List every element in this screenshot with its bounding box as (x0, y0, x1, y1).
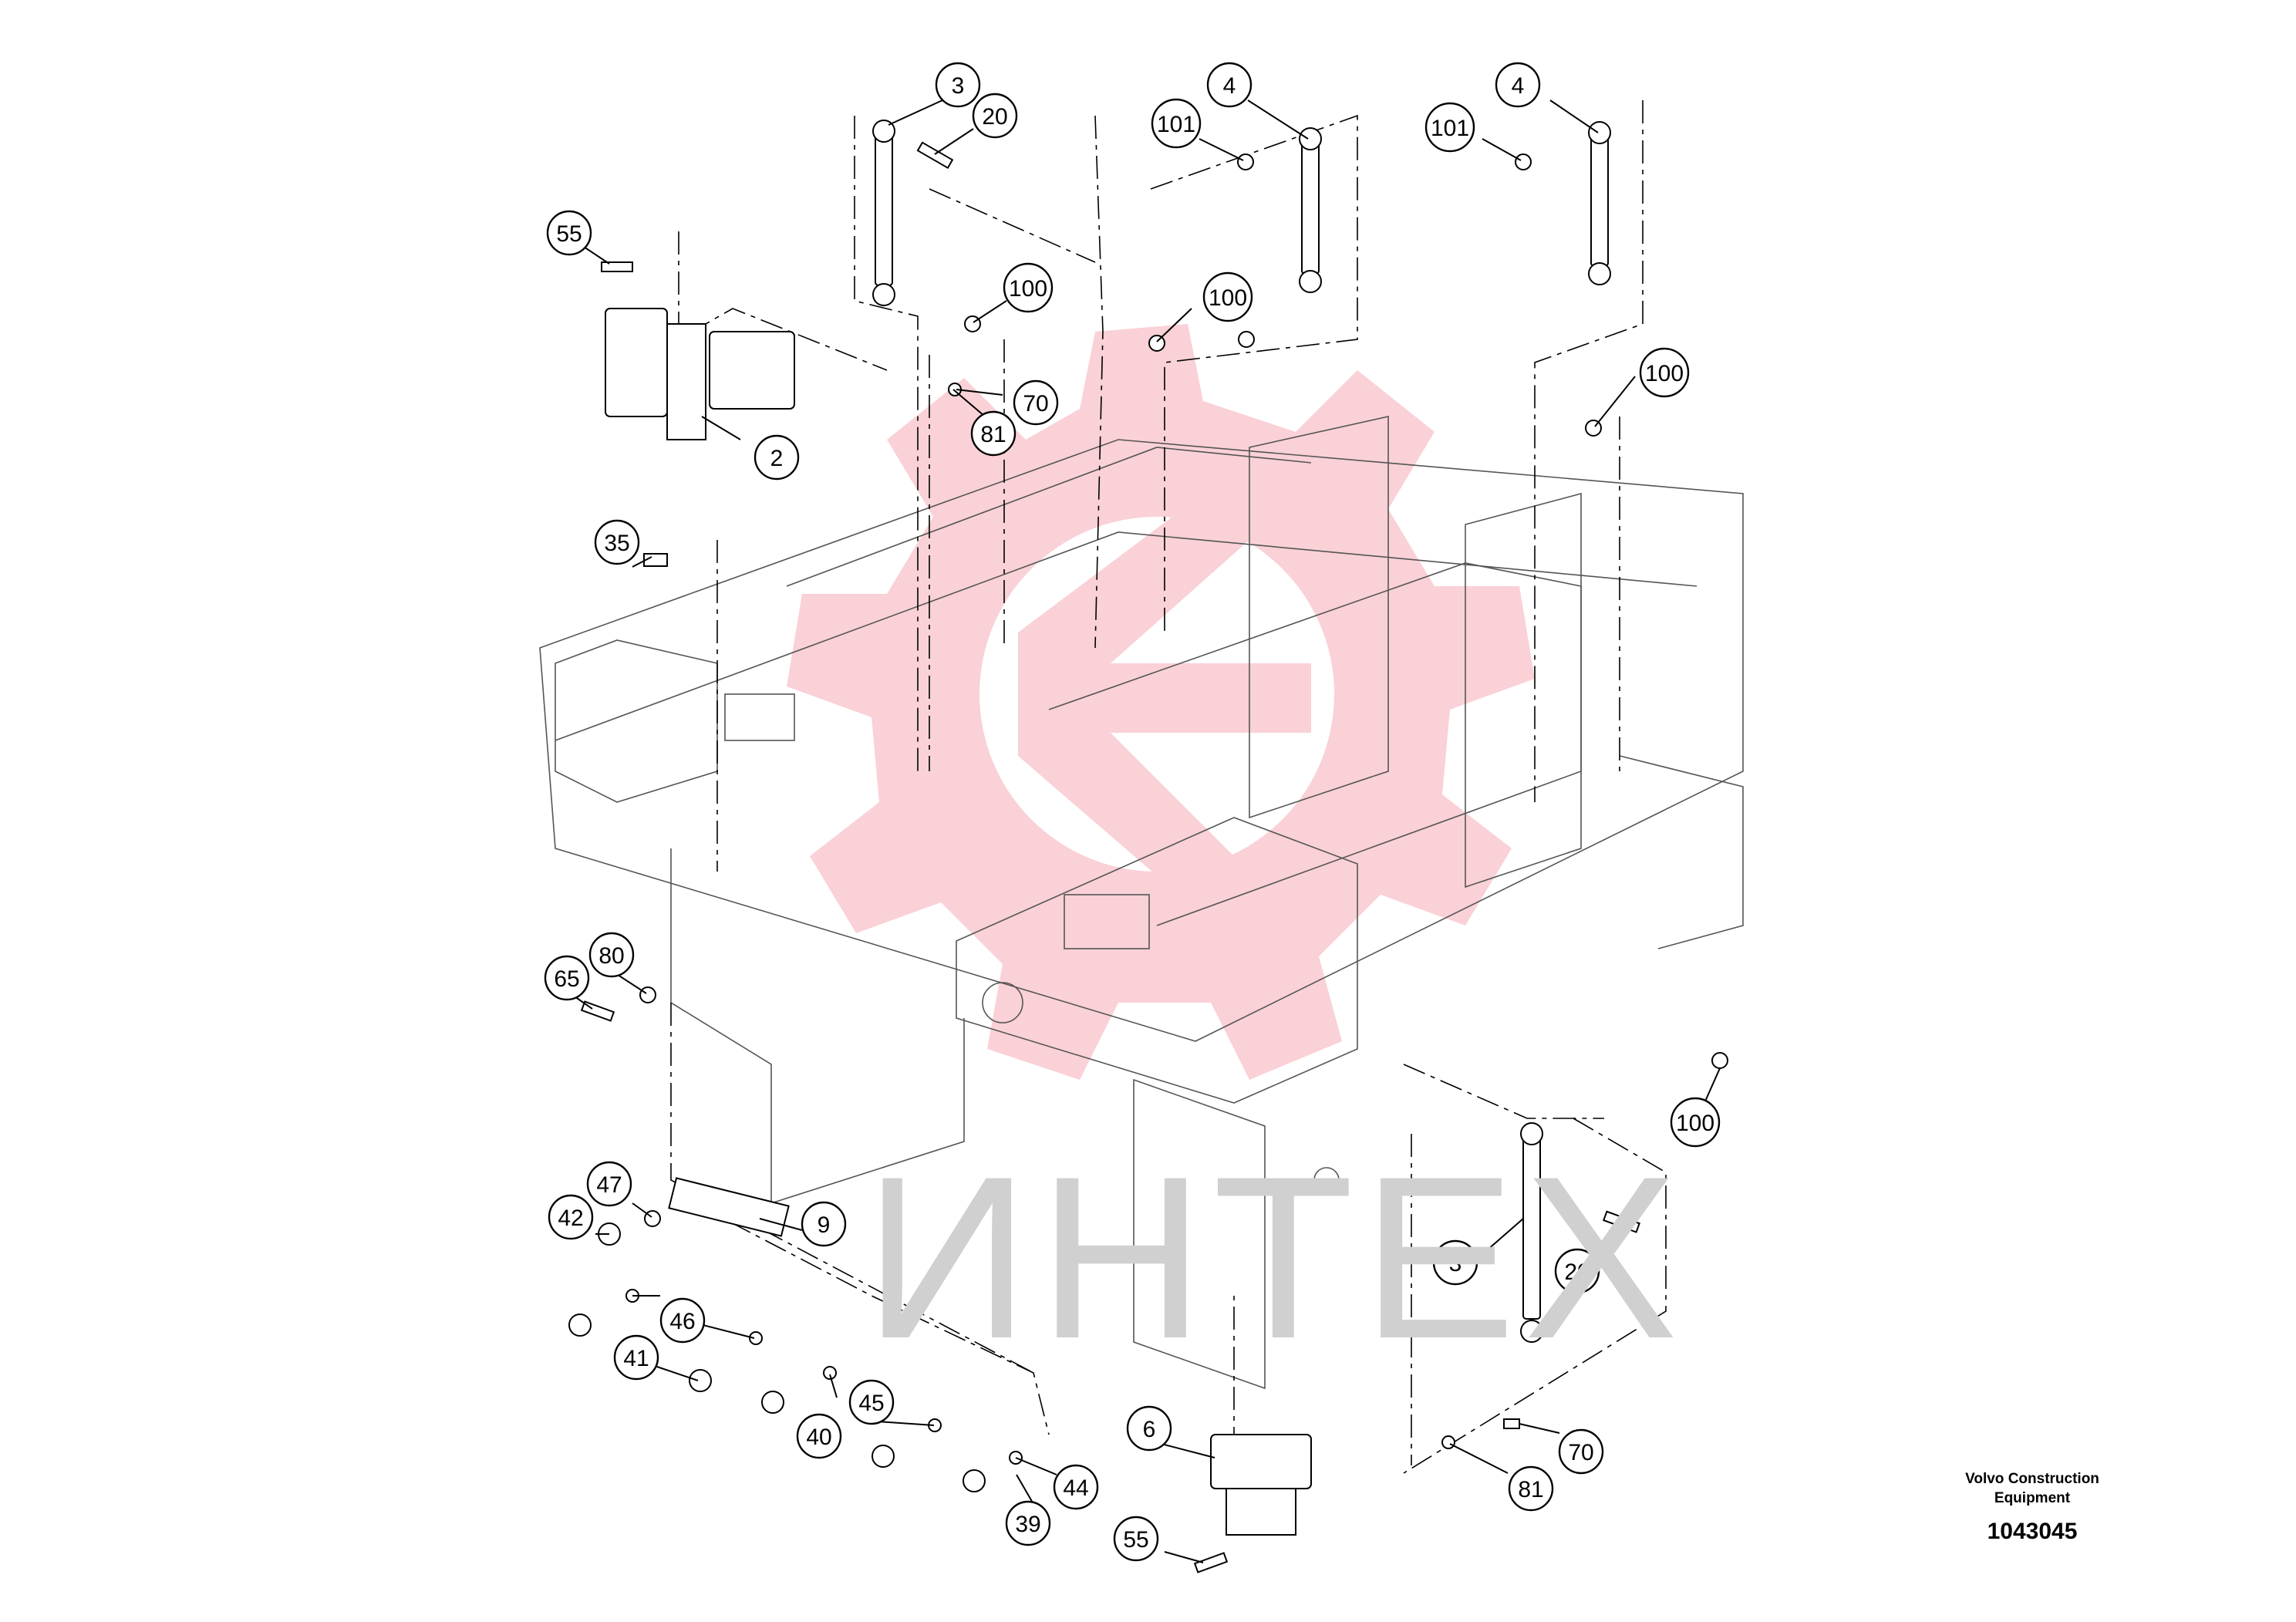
callout-6: 6 (1126, 1405, 1172, 1452)
callout-100: 100 (1003, 262, 1054, 313)
callout-42: 42 (548, 1194, 594, 1240)
callout-80: 80 (588, 932, 635, 978)
svg-text:4: 4 (1512, 73, 1525, 99)
callout-2: 2 (754, 434, 800, 481)
svg-text:44: 44 (1063, 1475, 1088, 1501)
svg-text:100: 100 (1209, 285, 1247, 311)
svg-text:6: 6 (1143, 1417, 1156, 1442)
callout-101: 101 (1151, 98, 1202, 149)
callout-4: 4 (1495, 62, 1541, 108)
callout-81: 81 (970, 410, 1017, 457)
brand-sub: Equipment (1994, 1490, 2071, 1506)
callout-100: 100 (1670, 1097, 1721, 1148)
diagram-number: 1043045 (1987, 1519, 2078, 1544)
hydraulic-cylinder-lower (1520, 1122, 1543, 1343)
hydraulic-cylinder-upper-left (872, 120, 895, 306)
callout-70: 70 (1558, 1428, 1604, 1475)
hydraulic-cylinder-upper-mid (1299, 127, 1322, 293)
callout-9: 9 (801, 1201, 847, 1247)
svg-text:20: 20 (1564, 1259, 1590, 1285)
hydraulic-cylinder-upper-right (1588, 121, 1611, 285)
svg-text:70: 70 (1023, 391, 1048, 416)
svg-text:100: 100 (1676, 1111, 1714, 1136)
svg-text:40: 40 (806, 1425, 831, 1450)
assembly-lines (670, 100, 1667, 1474)
callout-3: 3 (1432, 1239, 1478, 1286)
svg-text:20: 20 (982, 104, 1007, 130)
svg-text:65: 65 (554, 966, 579, 992)
svg-text:35: 35 (604, 531, 629, 556)
callout-55: 55 (1113, 1516, 1159, 1562)
watermark-gear-icon (787, 324, 1535, 1080)
svg-text:39: 39 (1015, 1512, 1040, 1537)
leader-lines (574, 99, 1721, 1563)
svg-text:80: 80 (598, 943, 624, 969)
svg-text:4: 4 (1223, 73, 1236, 99)
callout-20: 20 (972, 93, 1018, 139)
brand-block: Volvo Construction Equipment 1043045 (1905, 1469, 2159, 1545)
watermark-text: ИНТЕХ (864, 1128, 1686, 1387)
callout-41: 41 (613, 1334, 659, 1381)
svg-text:45: 45 (858, 1391, 884, 1416)
callout-46: 46 (659, 1297, 706, 1344)
svg-text:47: 47 (596, 1172, 622, 1198)
svg-text:2: 2 (770, 446, 784, 471)
callout-47: 47 (586, 1161, 632, 1207)
svg-text:55: 55 (1123, 1527, 1148, 1553)
callout-44: 44 (1053, 1464, 1099, 1510)
svg-text:70: 70 (1568, 1440, 1593, 1465)
callout-70: 70 (1013, 379, 1059, 426)
svg-text:55: 55 (556, 221, 582, 247)
callout-3: 3 (935, 62, 981, 108)
callout-4: 4 (1206, 62, 1253, 108)
svg-text:81: 81 (980, 422, 1006, 447)
callout-45: 45 (848, 1379, 895, 1425)
callout-100: 100 (1639, 347, 1690, 398)
callout-39: 39 (1005, 1500, 1051, 1546)
svg-text:101: 101 (1157, 112, 1195, 137)
brand-name: Volvo Construction (1965, 1471, 2099, 1487)
svg-text:3: 3 (1449, 1251, 1462, 1276)
control-valve-block (605, 308, 795, 440)
callout-20: 20 (1554, 1248, 1600, 1294)
callout-101: 101 (1424, 102, 1475, 153)
svg-text:46: 46 (669, 1309, 695, 1334)
callout-100: 100 (1202, 271, 1253, 322)
chassis-frame (539, 416, 1744, 1390)
svg-text:100: 100 (1009, 276, 1047, 302)
svg-text:101: 101 (1431, 116, 1469, 141)
svg-text:81: 81 (1518, 1477, 1543, 1502)
svg-text:41: 41 (623, 1346, 649, 1371)
callout-65: 65 (544, 955, 590, 1001)
svg-text:3: 3 (952, 73, 965, 99)
small-valve-block (1210, 1434, 1312, 1536)
callout-35: 35 (594, 519, 640, 565)
connector-plate (668, 1177, 790, 1237)
svg-text:9: 9 (818, 1212, 831, 1238)
svg-text:42: 42 (558, 1206, 583, 1231)
callout-40: 40 (796, 1413, 842, 1459)
callout-81: 81 (1508, 1465, 1554, 1512)
callout-55: 55 (546, 210, 592, 256)
svg-text:100: 100 (1645, 361, 1684, 386)
